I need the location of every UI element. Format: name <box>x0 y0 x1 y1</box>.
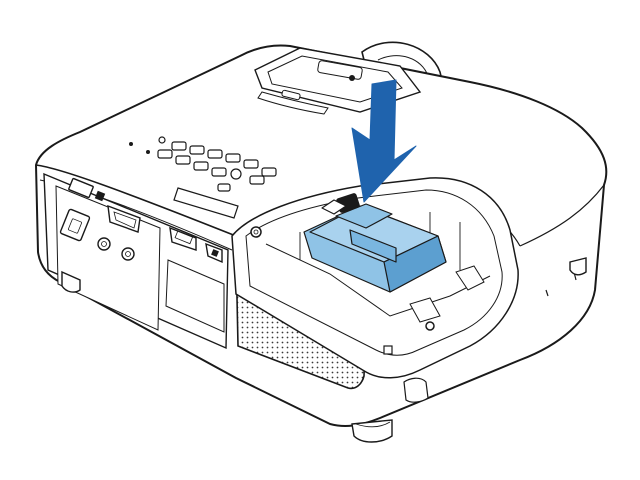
status-plate <box>173 187 239 219</box>
panel-button <box>189 145 205 155</box>
panel-button <box>207 149 223 159</box>
front-right-foot <box>351 419 393 443</box>
panel-button <box>193 161 209 171</box>
control-panel <box>129 136 277 219</box>
panel-button <box>261 167 277 177</box>
panel-button <box>225 153 241 163</box>
lamp-unit <box>303 193 447 293</box>
panel-button <box>230 168 242 180</box>
usb-port-icon <box>68 177 94 199</box>
panel-button <box>211 167 227 177</box>
panel-button <box>243 159 259 169</box>
panel-button <box>249 175 265 185</box>
rear-right-foot <box>569 257 587 276</box>
connector-panel <box>43 172 229 350</box>
panel-button <box>157 149 173 159</box>
down-arrow-icon <box>351 79 417 203</box>
adjustable-feet <box>61 257 587 443</box>
panel-button <box>171 141 187 151</box>
panel-button <box>217 183 231 192</box>
panel-button <box>175 155 191 165</box>
front-left-foot <box>61 270 81 293</box>
